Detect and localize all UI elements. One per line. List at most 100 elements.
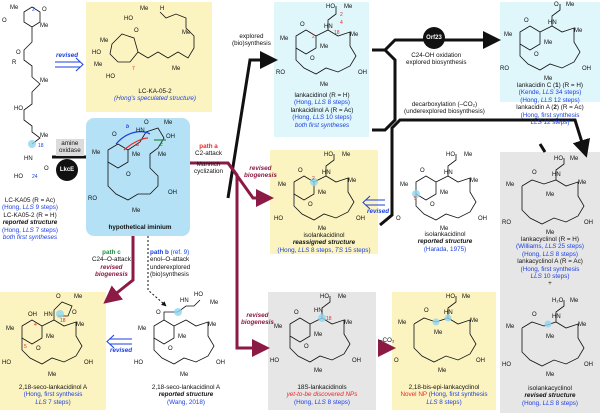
svg-text:Me: Me — [320, 44, 329, 50]
svg-text:HO: HO — [274, 216, 283, 222]
path-b-arrow — [147, 236, 167, 307]
svg-text:Me: Me — [46, 334, 55, 340]
svg-text:Me: Me — [464, 152, 473, 158]
svg-text:O: O — [396, 216, 401, 222]
svg-text:HO: HO — [14, 106, 23, 112]
svg-text:HO: HO — [446, 152, 455, 158]
svg-text:5: 5 — [414, 196, 417, 202]
svg-text:H: H — [160, 6, 164, 12]
svg-text:HO: HO — [320, 294, 329, 300]
svg-text:O: O — [532, 170, 537, 176]
lankacidinol-box — [274, 2, 369, 137]
svg-text:HO: HO — [446, 294, 455, 300]
bis-epi-structure: HO Me HN O Me Me Me O OH Me — [394, 294, 485, 374]
svg-text:HO: HO — [270, 358, 279, 364]
path-c-label: path c C24–O-attack revised biogenesis — [92, 249, 131, 279]
svg-text:Me: Me — [178, 334, 187, 340]
bis-epi-box — [392, 292, 496, 410]
svg-text:Me: Me — [440, 190, 449, 196]
svg-text:HN: HN — [180, 298, 189, 304]
svg-text:Me: Me — [10, 5, 19, 11]
seco-reported-caption: 2,18-seco-lankacidinol A reported struct… — [151, 384, 221, 406]
svg-text:Me: Me — [546, 372, 555, 378]
svg-text:Me: Me — [578, 180, 587, 186]
svg-text:Me: Me — [438, 368, 447, 374]
svg-text:O: O — [144, 120, 149, 126]
svg-text:OH: OH — [168, 190, 177, 196]
svg-text:Me: Me — [76, 322, 85, 328]
svg-text:4: 4 — [340, 20, 343, 26]
svg-text:Me: Me — [344, 320, 353, 326]
isolankacidinol-reported-structure: HO Me HN O Me Me Me O O OH Me 5 — [396, 152, 487, 232]
isolankacidinol-reported-caption: isolankacidinol reported structure (Hara… — [417, 231, 473, 253]
c24-oxidation-arrow — [372, 31, 501, 52]
svg-text:Me: Me — [40, 133, 49, 139]
svg-text:H₂O: H₂O — [552, 298, 564, 304]
svg-text:Me: Me — [158, 152, 167, 158]
svg-text:O: O — [310, 56, 315, 62]
svg-text:Me: Me — [100, 38, 109, 44]
svg-text:O: O — [2, 18, 7, 24]
isolankacidinol-reassigned-structure: HO Me HN O Me Me Me O HO OH Me 2 — [274, 152, 365, 232]
decarboxylation-arrow — [379, 118, 591, 227]
svg-text:OH: OH — [28, 312, 37, 318]
svg-text:O: O — [156, 310, 161, 316]
svg-text:Me: Me — [164, 120, 173, 126]
lc-ka-05-2-structure: Me O HO Me HO Me Me HO H Me 7 — [92, 6, 195, 80]
iminium-structure: O Me HN OH O Me Me Me O RO OH Me b a c — [88, 120, 177, 214]
svg-text:Me: Me — [544, 40, 553, 46]
svg-text:18: 18 — [38, 143, 44, 149]
svg-text:HN: HN — [44, 312, 53, 318]
svg-text:Me: Me — [182, 30, 191, 36]
svg-text:Me: Me — [318, 226, 327, 232]
revised-label-mid: revised — [367, 208, 390, 215]
svg-text:Me: Me — [504, 32, 513, 38]
svg-text:HN: HN — [136, 128, 145, 134]
svg-text:HO: HO — [554, 156, 563, 162]
svg-text:Me: Me — [342, 152, 351, 158]
svg-text:Me: Me — [140, 6, 149, 12]
svg-text:Me: Me — [440, 226, 449, 232]
svg-text:HN: HN — [552, 314, 561, 320]
svg-text:Me: Me — [544, 76, 553, 82]
svg-text:Me: Me — [350, 32, 359, 38]
seco-reported-structure: HO Me HN O Me Me Me O HO OH Me — [134, 292, 225, 378]
svg-text:OH: OH — [584, 220, 593, 226]
svg-text:HN: HN — [322, 170, 331, 176]
svg-text:HN: HN — [24, 156, 33, 162]
seco-revised-box — [0, 292, 106, 410]
svg-text:Me: Me — [578, 322, 587, 328]
svg-text:O: O — [394, 358, 399, 364]
lankacidin-box — [500, 2, 600, 102]
orf23-enzyme-badge: Orf23 — [423, 27, 445, 49]
svg-text:O: O — [298, 168, 303, 174]
minus-co2-label: –CO₂ — [379, 337, 395, 344]
revised-arrow-bottom — [106, 334, 132, 349]
svg-text:O: O — [16, 50, 21, 56]
svg-text:O: O — [44, 166, 49, 172]
svg-text:Me: Me — [74, 294, 83, 300]
svg-text:a: a — [136, 142, 139, 148]
svg-text:OH: OH — [356, 216, 365, 222]
svg-text:b: b — [126, 124, 129, 130]
svg-text:O: O — [524, 18, 529, 24]
revised-label-top: revised — [56, 52, 79, 59]
svg-text:7: 7 — [132, 66, 135, 72]
svg-text:O: O — [304, 344, 309, 350]
svg-text:RO: RO — [502, 220, 511, 226]
path-c-arrow — [103, 236, 135, 304]
svg-text:HN: HN — [314, 308, 323, 314]
decarboxylation-label: decarboxylation (–CO₂)(underexplored bio… — [404, 101, 485, 116]
svg-text:O: O — [112, 132, 117, 138]
svg-text:HO: HO — [134, 360, 143, 366]
svg-text:O: O — [134, 28, 139, 34]
lankacidinol-structure: HO Me HN O Me Me Me O RO OH Me 2 4 2 18 — [276, 4, 367, 88]
revised-arrow-top — [55, 57, 84, 72]
svg-text:O: O — [534, 52, 539, 58]
lankacyclinol-caption: lankacyclinol (R = H) (Williams, LLS 25 … — [516, 236, 584, 288]
path-b-label: path b (ref. 9) enol–O-attack underexplo… — [150, 249, 191, 279]
lankacidin-structure: O Me HN O Me Me Me O RO OH Me — [500, 2, 591, 82]
